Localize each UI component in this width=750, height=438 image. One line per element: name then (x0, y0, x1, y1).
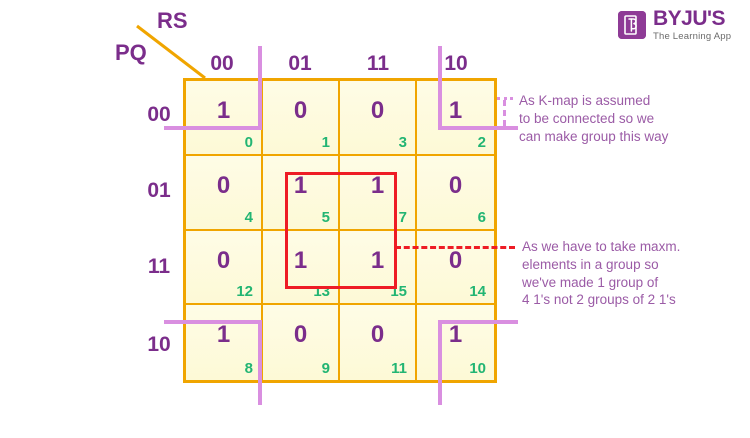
cell-index: 5 (321, 208, 330, 226)
cell-value: 1 (216, 97, 231, 124)
quad-group-outline (285, 172, 397, 289)
corner-group-line-bottomleft-horizontal (164, 320, 262, 324)
col-header-0: 00 (210, 52, 234, 75)
kmap-cell-12[interactable]: 0 12 (186, 230, 263, 306)
cell-value: 1 (448, 97, 463, 124)
axis-label-rs: RS (157, 8, 188, 33)
annotation-line: 4 1's not 2 groups of 2 1's (522, 292, 676, 308)
cell-value: 0 (370, 321, 385, 349)
cell-index: 10 (469, 360, 486, 377)
cell-value: 1 (370, 246, 385, 274)
annotation-line: to be connected so we (519, 110, 655, 126)
quad-note-connector-dashed (395, 246, 515, 249)
cell-index: 8 (244, 360, 253, 377)
cell-index: 3 (398, 133, 407, 151)
cell-value: 1 (216, 321, 231, 349)
col-header-3: 10 (444, 52, 468, 75)
corner-group-line-topright-horizontal (438, 126, 518, 130)
annotation-line: we've made 1 group of (522, 274, 659, 290)
brand-tagline: The Learning App (653, 31, 732, 42)
col-header-1: 01 (288, 52, 312, 75)
annotation-line: As we have to take maxm. (522, 239, 681, 254)
cell-index: 0 (244, 133, 253, 151)
byjus-logo: BYJU'S The Learning App (618, 8, 731, 42)
kmap-cell-14[interactable]: 0 14 (417, 230, 494, 306)
cell-value: 1 (293, 246, 308, 274)
corner-group-line-bottomright-vertical (438, 320, 442, 405)
cell-index: 12 (236, 283, 253, 301)
cell-value: 1 (448, 321, 463, 349)
axis-label-pq: PQ (115, 40, 147, 65)
annotation-line: elements in a group so (522, 256, 659, 272)
corner-group-line-topright-vertical (438, 46, 442, 130)
quad-group-annotation: As we have to take maxm. elements in a g… (522, 238, 680, 309)
cell-value: 1 (293, 171, 308, 199)
cell-index: 6 (477, 208, 486, 226)
brand-name: BYJU'S (653, 7, 726, 30)
cell-index: 11 (391, 360, 407, 377)
row-header-1: 01 (147, 179, 171, 202)
annotation-line: can make group this way (519, 128, 669, 144)
cell-value: 0 (216, 171, 231, 199)
cell-value: 0 (370, 97, 385, 124)
cell-index: 7 (398, 208, 407, 226)
cell-value: 0 (293, 321, 308, 349)
cell-value: 0 (216, 246, 231, 274)
cell-index: 9 (321, 360, 330, 377)
row-header-3: 10 (147, 333, 171, 356)
corner-group-line-bottomleft-vertical (258, 320, 262, 405)
kmap-cell-11[interactable]: 0 11 (340, 305, 417, 380)
corner-note-connector-dotted (497, 97, 513, 100)
row-header-0: 00 (147, 103, 171, 126)
byjus-b-logo-icon (618, 10, 646, 39)
kmap-cell-10[interactable]: 1 10 (417, 305, 494, 380)
cell-value: 1 (370, 171, 385, 199)
row-header-2: 11 (147, 255, 171, 278)
col-header-2: 11 (366, 52, 390, 75)
cell-index: 4 (244, 208, 253, 226)
annotation-line: As K-map is assumed (519, 93, 651, 108)
corner-group-line-topleft-vertical (258, 46, 262, 130)
corner-group-line-bottomright-horizontal (438, 320, 518, 324)
cell-value: 0 (293, 97, 308, 124)
cell-index: 14 (469, 283, 486, 301)
corner-note-connector-vertical (503, 100, 506, 126)
cell-index: 2 (477, 133, 486, 151)
corner-group-annotation: As K-map is assumed to be connected so w… (519, 92, 668, 145)
cell-index: 1 (321, 133, 330, 151)
cell-value: 0 (448, 246, 463, 274)
corner-group-line-topleft-horizontal (164, 126, 262, 130)
cell-value: 0 (448, 171, 463, 199)
